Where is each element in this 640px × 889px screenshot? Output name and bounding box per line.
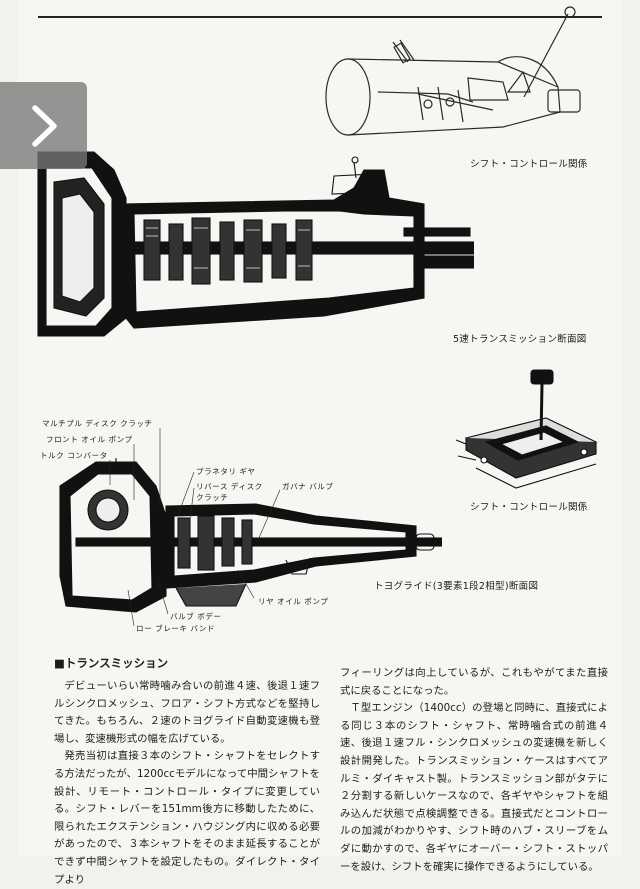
label-front-oil-pump: フロント オイル ポンプ bbox=[46, 435, 133, 444]
left-paragraph-2: 発売当初は直接３本のシフト・シャフトをセレクトする方法だったが、1200ccモデ… bbox=[54, 750, 320, 886]
chevron-right-icon bbox=[31, 104, 57, 147]
label-valve-body: バルブ ボデー bbox=[170, 612, 222, 621]
label-reverse-disc-clutch-line2: クラッチ bbox=[196, 493, 229, 502]
label-rear-oil-pump: リヤ オイル ポンプ bbox=[258, 597, 329, 606]
toyoglide-caption: トヨグライド(3要素1段2相型)断面図 bbox=[374, 581, 539, 592]
right-paragraph-1: フィーリングは向上しているが、これもやがてまた直接式に戻ることになった。 bbox=[340, 667, 608, 697]
five-speed-caption: 5速トランスミッション断面図 bbox=[453, 334, 587, 345]
next-page-button[interactable] bbox=[0, 82, 87, 169]
right-paragraph-2: Ｔ型エンジン（1400cc）の登場と同時に、直接式による同じ３本のシフト・シャフ… bbox=[340, 702, 608, 873]
label-low-brake-band: ロー ブレーキ バンド bbox=[136, 624, 216, 633]
label-reverse-disc-clutch: リバース ディスク bbox=[196, 482, 263, 491]
left-paragraph-1: デビューいらい常時噛み合いの前進４速、後退１速フルシンクロメッシュ、フロア・シフ… bbox=[54, 680, 320, 745]
shift-control-top-figure bbox=[298, 2, 598, 152]
toyoglide-figure bbox=[56, 456, 442, 616]
shift-control-top-caption: シフト・コントロール関係 bbox=[470, 159, 588, 170]
magazine-page: シフト・コントロール関係 bbox=[18, 0, 622, 886]
label-planetary-gear: プラネタリ ギヤ bbox=[196, 467, 256, 476]
shift-control-bottom-caption: シフト・コントロール関係 bbox=[470, 502, 588, 513]
label-multi-disc-clutch: マルチプル ディスク クラッチ bbox=[42, 419, 153, 428]
section-title: ■トランスミッション bbox=[54, 656, 169, 670]
article-left-column: デビューいらい常時噛み合いの前進４速、後退１速フルシンクロメッシュ、フロア・シフ… bbox=[54, 678, 320, 889]
top-rule bbox=[38, 16, 602, 18]
label-governor-valve: ガバナ バルブ bbox=[282, 482, 334, 491]
five-speed-transmission-figure bbox=[34, 148, 474, 338]
label-torque-converter: トルク コンバータ bbox=[40, 451, 108, 460]
shift-control-bottom-figure bbox=[446, 360, 606, 495]
article-right-column: フィーリングは向上しているが、これもやがてまた直接式に戻ることになった。 Ｔ型エ… bbox=[340, 665, 608, 876]
